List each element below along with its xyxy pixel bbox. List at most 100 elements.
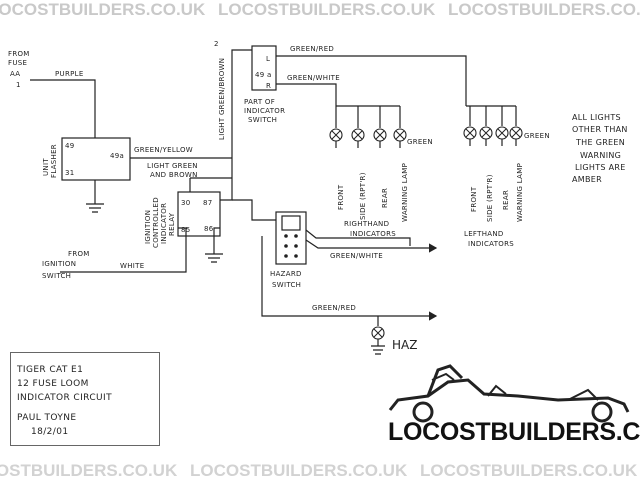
lamp-icon-lh-rear — [495, 126, 509, 140]
lamp-icon-rh-warning — [393, 128, 407, 142]
hazard-switch-label-2: SWITCH — [272, 281, 301, 289]
relay-term-87: 87 — [203, 199, 213, 207]
title-line-5: 18/2/01 — [31, 427, 69, 437]
lh-green-label: GREEN — [524, 132, 550, 140]
note-line-1: ALL LIGHTS — [572, 113, 621, 122]
part-of-label-2: INDICATOR — [244, 107, 285, 115]
indicator-switch — [251, 45, 277, 91]
green-yellow-label: GREEN/YELLOW — [134, 146, 193, 154]
rh-lamps — [329, 106, 407, 148]
light-green-brown-vertical-label: LIGHT GREEN/BROWN — [218, 58, 226, 140]
switch-term-49a: 49 a — [255, 71, 272, 79]
hazard-feed-wire — [232, 199, 276, 221]
watermark-text-2: LOCOSTBUILDERS.CO.UK — [218, 0, 436, 19]
hazard-switch-contacts — [284, 234, 298, 258]
lh-lamps — [463, 106, 523, 146]
note-line-5: LIGHTS ARE — [575, 163, 626, 172]
lamp-icon-lh-side — [479, 126, 493, 140]
title-line-1: TIGER CAT E1 — [17, 365, 84, 375]
rh-lamp-warning-label: WARNING LAMP — [401, 163, 409, 222]
part-of-label-3: SWITCH — [248, 116, 277, 124]
rh-lamp-front-label: FRONT — [337, 184, 345, 210]
relay-label-4: RELAY — [168, 212, 176, 236]
purple-label: PURPLE — [55, 70, 84, 78]
lamp-icon-haz — [371, 326, 385, 340]
flasher-unit-label-1: FLASHER — [50, 144, 58, 178]
num-2-label: 2 — [214, 40, 219, 48]
white-label: WHITE — [120, 262, 144, 270]
note-line-2: OTHER THAN — [572, 125, 628, 134]
rh-indicators-label-1: RIGHTHAND — [344, 220, 389, 228]
green-white-mid-label: GREEN/WHITE — [330, 252, 383, 260]
from-fuse-label-1: FROM — [8, 50, 30, 58]
indicator-relay — [177, 191, 221, 237]
from-ignition-label-2: IGNITION — [42, 260, 76, 268]
relay-label-1: IGNITION — [144, 210, 152, 244]
lh-lamp-returns — [469, 139, 517, 146]
watermark-text-3: LOCOSTBUILDERS.CO.UK — [448, 0, 640, 19]
green-red-top-label: GREEN/RED — [290, 45, 334, 53]
title-line-4: PAUL TOYNE — [17, 413, 77, 423]
ground-icon-relay — [205, 253, 223, 263]
rh-lamp-side-label: SIDE (RPT'R) — [359, 172, 367, 220]
title-block: TIGER CAT E1 12 FUSE LOOM INDICATOR CIRC… — [10, 352, 160, 446]
watermark-text-6: LOCOSTBUILDERS.CO.UK — [420, 461, 638, 480]
kit-car-icon — [388, 364, 630, 423]
from-ignition-label-1: FROM — [68, 250, 90, 258]
green-red-bottom-label: GREEN/RED — [312, 304, 356, 312]
lamp-icon-rh-front — [329, 128, 343, 142]
hazard-switch-top — [281, 215, 301, 231]
rh-lamp-feeds — [335, 106, 401, 128]
lh-lamp-rear-label: REAR — [502, 190, 510, 210]
lh-lamp-side-label: SIDE (RPT'R) — [486, 174, 494, 222]
relay-term-30: 30 — [181, 199, 191, 207]
from-fuse-label-2: FUSE — [8, 59, 27, 67]
from-fuse-label-3: AA — [10, 70, 20, 78]
white-wire — [60, 227, 187, 273]
watermark-svg-top: LOCOSTBUILDERS.CO.UK LOCOSTBUILDERS.CO.U… — [0, 0, 640, 19]
from-ignition-label-3: SWITCH — [42, 272, 71, 280]
ground-icon-haz — [371, 345, 385, 355]
title-line-3: INDICATOR CIRCUIT — [17, 393, 112, 403]
relay-label-3: INDICATOR — [160, 203, 168, 244]
green-white-top-label: GREEN/WHITE — [287, 74, 340, 82]
hazard-switch-label-1: HAZARD — [270, 270, 302, 278]
lh-lamp-warning-label: WARNING LAMP — [516, 163, 524, 222]
lamp-icon-rh-rear — [373, 128, 387, 142]
switch-term-L: L — [266, 55, 270, 63]
lh-indicators-label-2: INDICATORS — [468, 240, 514, 248]
switch-term-R: R — [266, 82, 271, 90]
title-line-2: 12 FUSE LOOM — [17, 379, 89, 389]
rh-indicators-label-2: INDICATORS — [350, 230, 396, 238]
relay-label-2: CONTROLLED — [152, 197, 160, 248]
green-white-mid-wire — [305, 239, 438, 253]
light-green-brown-label-1: LIGHT GREEN — [147, 162, 198, 170]
lh-lamp-feeds — [469, 106, 517, 126]
note-line-6: AMBER — [572, 175, 602, 184]
logo-text: LOCOSTBUILDERS.CO.UK — [388, 418, 640, 446]
purple-wire — [30, 79, 96, 138]
watermark-svg-bottom: LOCOSTBUILDERS.CO.UK LOCOSTBUILDERS.CO.U… — [0, 461, 638, 480]
note-line-3: THE GREEN — [575, 138, 625, 147]
rh-lamp-returns — [335, 141, 401, 148]
rh-lamp-rear-label: REAR — [381, 188, 389, 208]
green-white-top-wire — [276, 83, 337, 106]
note-line-4: WARNING — [580, 151, 621, 160]
flasher-unit — [61, 137, 131, 181]
flasher-unit-label-2: UNIT — [42, 158, 50, 176]
watermark-band-top: LOCOSTBUILDERS.CO.UK LOCOSTBUILDERS.CO.U… — [0, 0, 640, 20]
rh-hazard-link — [305, 229, 411, 246]
relay-term-86: 86 — [204, 225, 214, 233]
lh-indicators-label-1: LEFTHAND — [464, 230, 504, 238]
lamp-icon-lh-warning — [509, 126, 523, 140]
relay-86-ground-wire — [213, 227, 220, 254]
flasher-term-49: 49 — [65, 142, 75, 150]
lamp-icon-lh-front — [463, 126, 477, 140]
lh-lamp-front-label: FRONT — [470, 186, 478, 212]
ground-icon-flasher — [86, 203, 104, 213]
part-of-label-1: PART OF — [244, 98, 275, 106]
from-fuse-label-4: 1 — [16, 81, 21, 89]
green-red-top-wire — [276, 55, 467, 106]
watermark-text-1: LOCOSTBUILDERS.CO.UK — [0, 0, 206, 19]
